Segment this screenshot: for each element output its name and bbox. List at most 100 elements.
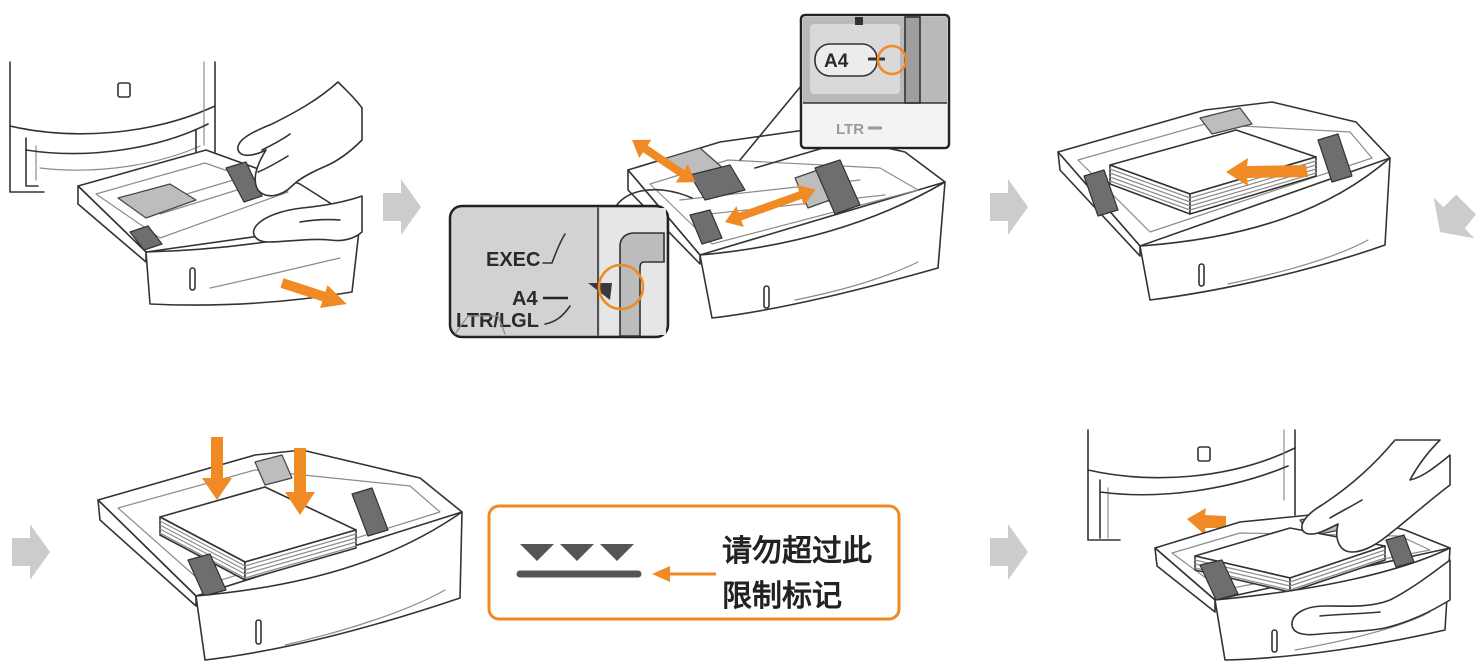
- step-2-adjust-guides: A4 LTR EXEC A4 LTR/LGL: [448, 13, 951, 339]
- drawer-front: [145, 221, 361, 306]
- left-hand-fingers: [299, 218, 341, 223]
- tray-front: [699, 181, 946, 319]
- drawer-left-guide: [1199, 559, 1239, 601]
- pull-direction: [280, 278, 347, 309]
- paper-sheet-lines: [159, 520, 357, 579]
- tray-front-curve: [794, 261, 919, 301]
- top-inset-connector: [739, 79, 831, 169]
- label-ltr-lgl: LTR/LGL: [456, 310, 539, 332]
- printer-panel-icon: [1197, 446, 1211, 462]
- callout-frame: [487, 504, 901, 621]
- pull-direction-arrow-icon: [280, 278, 347, 309]
- tray-front-curve: [1227, 239, 1369, 285]
- inset-guide-notch: [855, 17, 863, 25]
- label-a4: A4: [824, 51, 849, 72]
- drawer-rear-guide: [117, 183, 197, 219]
- limit-note-line-1: 请勿超过此: [722, 534, 872, 569]
- guide-lever: [619, 232, 665, 337]
- inset-lower-area: [803, 104, 947, 146]
- right-hand-fingers: [257, 133, 291, 173]
- insert-direction-arrow-icon: [1187, 508, 1226, 536]
- tray-rear-guide: [254, 454, 293, 486]
- left-hand-fingers: [1319, 611, 1381, 617]
- double-arrow-icon: [725, 184, 816, 227]
- tray-floor: [117, 469, 441, 586]
- insert-direction-arrow-icon: [1226, 158, 1308, 186]
- printer-cover-seam: [1087, 447, 1296, 479]
- right-hand-fingers: [1329, 499, 1363, 519]
- step-3-insert-paper: [1057, 101, 1391, 301]
- pointer-arrow-icon: [652, 566, 670, 582]
- drawer-front-curve: [1294, 611, 1431, 651]
- label-a4: A4: [512, 288, 538, 310]
- next-step-arrow-icon: [12, 524, 50, 580]
- side-guide-motion: [725, 184, 816, 227]
- tray-rear-guide: [1199, 107, 1253, 135]
- next-step-arrow-icon: [990, 524, 1028, 580]
- tray-front: [195, 511, 463, 661]
- left-hand: [1291, 559, 1451, 636]
- drawer-left-guide: [129, 225, 163, 251]
- step-1-pull-out-drawer: [9, 61, 363, 309]
- drawer-left-side: [1154, 547, 1216, 613]
- exec-mark: [542, 233, 566, 264]
- tray-floor: [1077, 123, 1373, 233]
- next-step-arrow-icon: [990, 179, 1028, 235]
- drawer-right-guide: [225, 161, 263, 203]
- press-down-arrow-icon: [202, 437, 232, 500]
- next-step-arrow-icon: [383, 179, 421, 235]
- paper-sheet-lines: [1109, 160, 1317, 211]
- ltr-lgl-mark: [544, 305, 571, 325]
- tray-handle: [255, 619, 262, 645]
- right-hand: [237, 81, 363, 197]
- tray-right-guide: [1317, 133, 1353, 183]
- tray-handle: [763, 285, 770, 309]
- drawer-handle: [189, 267, 196, 291]
- tray-rear-guide-lever: [689, 164, 746, 201]
- side-guide-size-inset: EXEC A4 LTR/LGL: [448, 204, 670, 339]
- limit-triangle-icon: [520, 544, 554, 561]
- tray-left-side: [97, 499, 197, 607]
- limit-note-line-2: 限制标记: [722, 579, 842, 614]
- hands: [1291, 439, 1451, 636]
- inset-base-detail: [454, 315, 506, 335]
- tray-handle: [1198, 263, 1205, 287]
- printer-left-edge: [1087, 429, 1121, 541]
- step-5-insert-drawer: [1087, 429, 1451, 661]
- rear-guide-motion: [632, 139, 696, 183]
- drawer-front-curve: [209, 257, 341, 289]
- printer-left-edge: [9, 61, 45, 193]
- left-hand: [252, 195, 363, 243]
- step-4-press-paper-down: [97, 437, 463, 661]
- double-arrow-icon: [632, 139, 696, 183]
- hands: [237, 81, 363, 243]
- drawer-opening-top: [25, 123, 209, 155]
- label-exec: EXEC: [486, 249, 540, 271]
- tray-front-curve: [284, 589, 446, 646]
- tray-right-guide: [351, 487, 389, 537]
- limit-triangle-icon: [560, 544, 594, 561]
- paper-drawer: [1154, 511, 1451, 661]
- printer-panel-icon: [117, 82, 131, 98]
- limit-triangle-icon: [600, 544, 634, 561]
- paper-stack: [159, 486, 357, 581]
- label-ltr: LTR: [836, 121, 864, 138]
- tray-left-guide: [689, 209, 723, 245]
- printer-cover-seam: [9, 105, 216, 135]
- printer-body: [1087, 429, 1296, 541]
- rear-guide-size-inset: A4 LTR: [799, 13, 951, 150]
- tray-left-guide: [1083, 169, 1119, 217]
- right-hand: [1301, 439, 1451, 553]
- a4-highlight-circle: [876, 44, 908, 76]
- drawer-handle: [1271, 629, 1278, 653]
- tray-right-guide: [814, 159, 861, 215]
- next-step-arrow-icon: [1433, 194, 1476, 239]
- limit-mark-callout: 请勿超过此 限制标记: [487, 504, 901, 621]
- printer-body: [9, 61, 216, 193]
- tray-left-guide: [187, 553, 227, 597]
- pointer-highlight-circle: [597, 263, 645, 311]
- press-down-arrow-icon: [285, 448, 315, 515]
- paper-tray: [627, 129, 946, 319]
- drawer-opening-top: [1099, 465, 1289, 496]
